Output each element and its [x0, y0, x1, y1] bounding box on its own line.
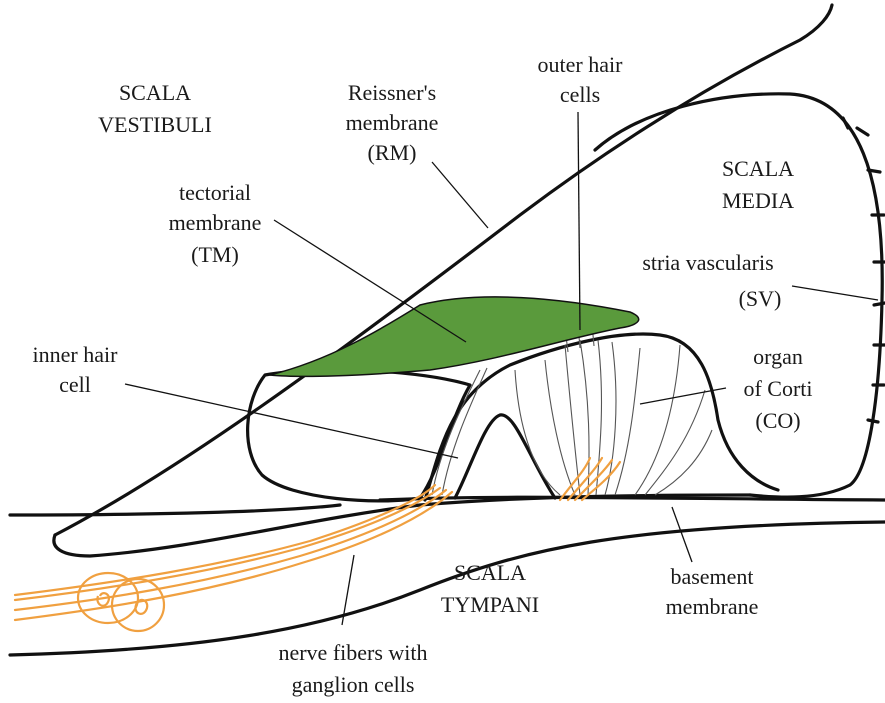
label-line: SCALA	[722, 156, 794, 181]
label-line: membrane	[169, 210, 262, 235]
label-line: SCALA	[119, 80, 191, 105]
scala-tympani-bottom-wall	[10, 522, 885, 655]
label-basement-membrane: basement membrane	[666, 564, 759, 619]
label-line: SCALA	[454, 560, 526, 585]
tunnel-of-corti	[455, 415, 555, 498]
label-line: (TM)	[191, 242, 239, 267]
label-line: outer hair	[538, 52, 624, 77]
label-line: VESTIBULI	[98, 112, 212, 137]
label-scala-vestibuli: SCALA VESTIBULI	[98, 80, 212, 137]
label-line: of Corti	[743, 376, 812, 401]
label-line: nerve fibers with	[278, 640, 427, 665]
label-line: ganglion cells	[292, 672, 415, 697]
label-outer-hair-cells: outer hair cells	[538, 52, 624, 107]
label-nerve-fibers: nerve fibers with ganglion cells	[278, 640, 427, 697]
label-inner-hair-cell: inner hair cell	[33, 342, 119, 397]
label-line: TYMPANI	[441, 592, 539, 617]
label-line: stria vascularis	[642, 250, 773, 275]
label-line: membrane	[346, 110, 439, 135]
label-line: inner hair	[33, 342, 119, 367]
label-line: tectorial	[179, 180, 251, 205]
label-line: cells	[560, 82, 600, 107]
label-reissners-membrane: Reissner's membrane (RM)	[346, 80, 439, 165]
top-of-scala-tympani	[10, 505, 340, 515]
label-line: basement	[670, 564, 753, 589]
label-line: (SV)	[739, 286, 782, 311]
label-line: membrane	[666, 594, 759, 619]
label-organ-of-corti: organ of Corti (CO)	[743, 344, 812, 433]
label-stria-vascularis: stria vascularis (SV)	[642, 250, 781, 311]
label-line: MEDIA	[722, 188, 794, 213]
label-tectorial-membrane: tectorial membrane (TM)	[169, 180, 262, 267]
label-line: (RM)	[368, 140, 417, 165]
label-scala-media: SCALA MEDIA	[722, 156, 794, 213]
label-line: Reissner's	[348, 80, 436, 105]
label-line: (CO)	[755, 408, 800, 433]
label-line: cell	[59, 372, 91, 397]
label-scala-tympani: SCALA TYMPANI	[441, 560, 539, 617]
ganglion-cells	[78, 573, 164, 631]
label-line: organ	[753, 344, 803, 369]
